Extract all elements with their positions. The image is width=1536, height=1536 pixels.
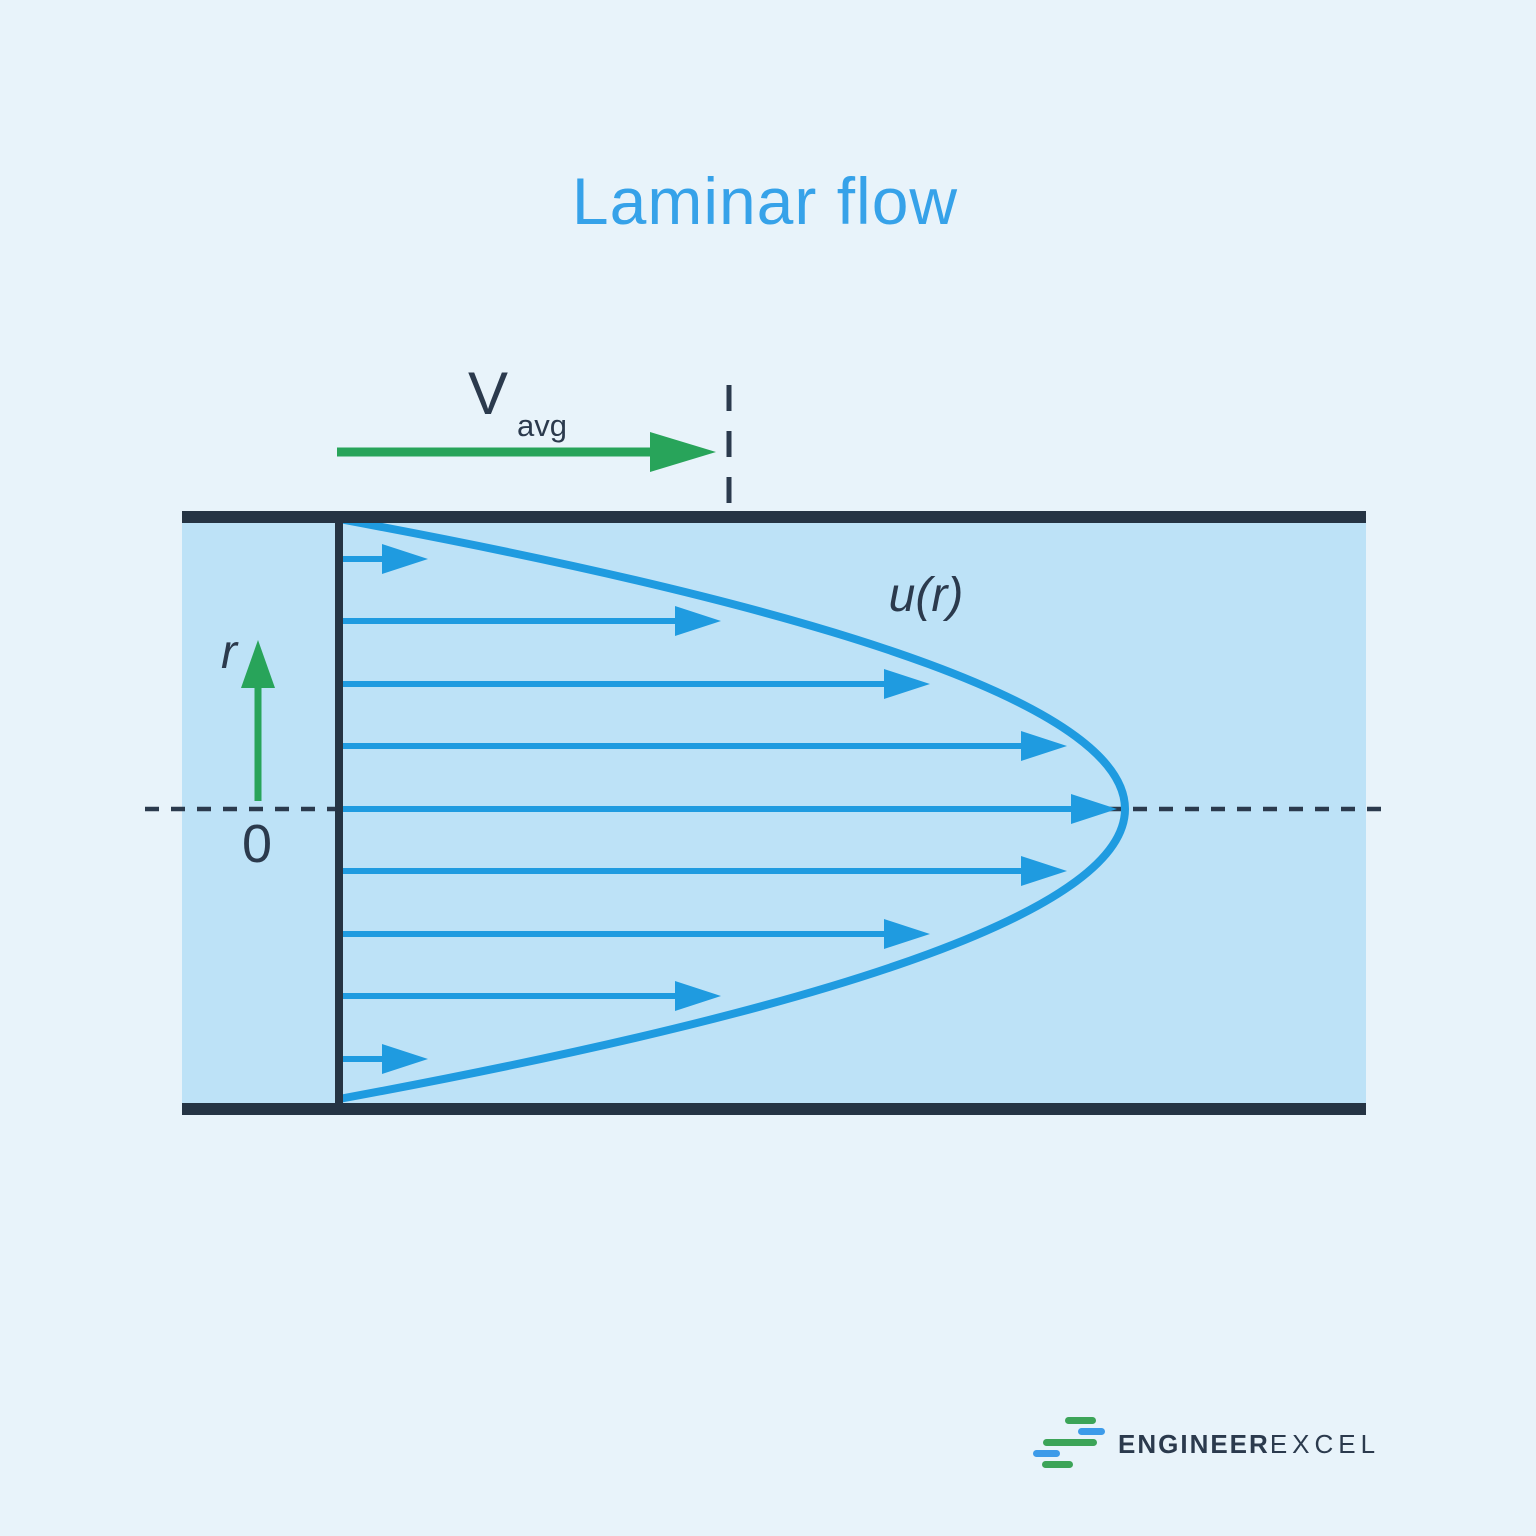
velocity-profile-curve xyxy=(338,515,1129,1103)
logo-bar-blue-2 xyxy=(1033,1450,1060,1457)
logo-bar-green-3 xyxy=(1042,1461,1073,1468)
flow-arrow-head xyxy=(884,919,930,949)
brand-name-bold: ENGINEER xyxy=(1118,1429,1270,1459)
brand-name-light: EXCEL xyxy=(1269,1429,1381,1459)
pipe-bottom-wall xyxy=(182,1103,1366,1115)
flow-arrow-head xyxy=(884,669,930,699)
vavg-label-subscript: avg xyxy=(517,408,567,443)
logo-bar-green-2 xyxy=(1043,1439,1097,1446)
flow-arrow-head xyxy=(382,1044,428,1074)
flow-arrow-head xyxy=(1071,794,1117,824)
flow-arrow-head xyxy=(675,981,721,1011)
flow-arrow-head xyxy=(382,544,428,574)
flow-arrow-head xyxy=(1021,731,1067,761)
flow-arrow-head xyxy=(675,606,721,636)
velocity-vectors xyxy=(343,544,1117,1074)
logo-mark xyxy=(1033,1417,1105,1468)
brand-logo: ENGINEER EXCEL xyxy=(1118,1431,1380,1457)
logo-bar-green-1 xyxy=(1065,1417,1096,1424)
r-axis-arrow-head xyxy=(241,640,275,688)
pipe-top-wall xyxy=(182,511,1366,523)
logo-bar-blue-1 xyxy=(1078,1428,1105,1435)
r-axis-label: r xyxy=(221,626,239,679)
vavg-label-main: V xyxy=(468,360,508,427)
vavg-arrow-head xyxy=(650,432,716,472)
flow-arrow-head xyxy=(1021,856,1067,886)
page-title: Laminar flow xyxy=(572,164,958,238)
velocity-profile-label: u(r) xyxy=(889,569,964,622)
origin-label: 0 xyxy=(242,814,272,874)
